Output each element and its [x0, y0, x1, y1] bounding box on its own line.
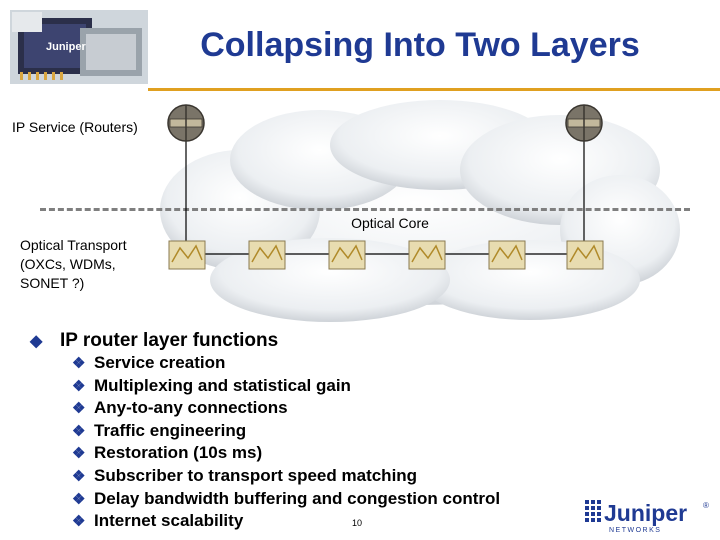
- optical-switch-icon: [488, 240, 526, 270]
- list-item: ❖ Delay bandwidth buffering and congestio…: [72, 489, 500, 512]
- diamond-bullet-icon: ❖: [72, 400, 86, 418]
- optical-switch-icon: [408, 240, 446, 270]
- ip-service-label: IP Service (Routers): [12, 119, 138, 135]
- juniper-logo: Juniper ® NETWORKS: [585, 500, 709, 534]
- list-item-text: Service creation: [94, 353, 226, 372]
- network-cloud: [160, 100, 680, 322]
- list-item-text: Restoration (10s ms): [94, 443, 263, 463]
- juniper-chip-image: Juniper: [10, 10, 148, 84]
- router-icon: [565, 104, 603, 142]
- list-item: ❖ Multiplexing and statistical gain: [72, 376, 500, 399]
- optical-switch-icon: [248, 240, 286, 270]
- chip-logo-text: Juniper: [46, 41, 86, 53]
- list-item: ❖ Restoration (10s ms): [72, 443, 500, 466]
- optical-transport-line: SONET ?): [20, 275, 85, 291]
- title-underline: [148, 88, 720, 91]
- optical-switch-icon: [328, 240, 366, 270]
- optical-transport-line: (OXCs, WDMs,: [20, 256, 116, 272]
- main-bullet-text: IP router layer functions: [60, 330, 279, 351]
- diamond-bullet-icon: ❖: [72, 355, 86, 372]
- page-number: 10: [352, 518, 363, 528]
- arrow-bullet-icon: ◆: [30, 333, 43, 350]
- diamond-bullet-icon: ❖: [72, 490, 86, 508]
- optical-transport-line: Optical Transport: [20, 237, 127, 253]
- optical-transport-label: Optical Transport (OXCs, WDMs, SONET ?): [20, 236, 127, 293]
- list-item-text: Delay bandwidth buffering and congestion…: [94, 488, 501, 508]
- diamond-bullet-icon: ❖: [72, 467, 86, 485]
- list-item-text: Internet scalability: [94, 511, 244, 531]
- layer-divider: [40, 208, 690, 211]
- diamond-bullet-icon: ❖: [72, 377, 86, 395]
- list-item-text: Multiplexing and statistical gain: [94, 375, 351, 395]
- diamond-bullet-icon: ❖: [72, 445, 86, 463]
- logo-subtext: NETWORKS: [609, 527, 661, 534]
- router-icon: [167, 104, 205, 142]
- optical-switch-icon: [168, 240, 206, 270]
- list-item-text: Any-to-any connections: [94, 398, 288, 418]
- list-item-text: Traffic engineering: [94, 420, 247, 440]
- sub-bullet-list: ❖ Service creation ❖ Multiplexing and stat…: [72, 353, 500, 534]
- list-item: ❖ Internet scalability: [72, 511, 500, 534]
- list-item: ❖ Traffic engineering: [72, 421, 500, 444]
- diamond-bullet-icon: ❖: [72, 513, 86, 531]
- logo-wordmark: Juniper: [604, 500, 687, 526]
- list-item: ❖ Any-to-any connections: [72, 398, 500, 421]
- list-item: ❖ Service creation: [72, 353, 500, 376]
- list-item: ❖ Subscriber to transport speed matching: [72, 466, 500, 489]
- optical-switch-icon: [566, 240, 604, 270]
- slide-title: Collapsing Into Two Layers: [200, 26, 640, 64]
- logo-registered: ®: [703, 501, 709, 510]
- diamond-bullet-icon: ❖: [72, 422, 86, 440]
- list-item-text: Subscriber to transport speed matching: [94, 465, 418, 485]
- main-bullet: ◆ IP router layer functions: [30, 330, 278, 352]
- optical-core-label: Optical Core: [351, 215, 429, 231]
